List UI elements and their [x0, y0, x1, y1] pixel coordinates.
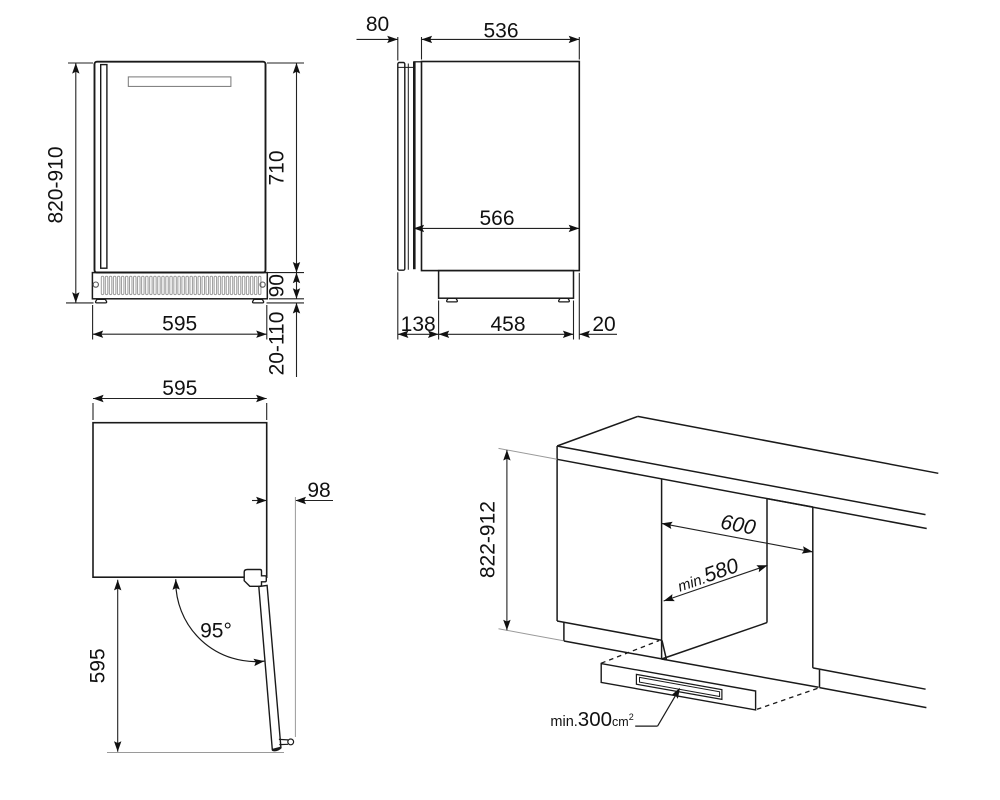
svg-text:595: 595 [162, 313, 197, 336]
svg-text:20: 20 [592, 313, 615, 336]
svg-text:min.300cm2: min.300cm2 [550, 708, 633, 731]
svg-text:710: 710 [266, 150, 289, 185]
svg-text:820-910: 820-910 [45, 146, 68, 223]
svg-text:95°: 95° [200, 620, 232, 643]
svg-text:90: 90 [266, 274, 289, 297]
svg-text:138: 138 [401, 313, 436, 336]
svg-text:20-110: 20-110 [266, 312, 289, 376]
svg-text:536: 536 [483, 20, 518, 43]
svg-text:458: 458 [490, 313, 525, 336]
svg-text:566: 566 [479, 207, 514, 230]
svg-text:98: 98 [307, 479, 330, 502]
svg-text:822-912: 822-912 [477, 501, 500, 578]
svg-text:595: 595 [87, 648, 110, 683]
svg-text:min.580: min.580 [674, 554, 742, 596]
svg-text:80: 80 [366, 13, 389, 36]
svg-text:595: 595 [162, 377, 197, 400]
